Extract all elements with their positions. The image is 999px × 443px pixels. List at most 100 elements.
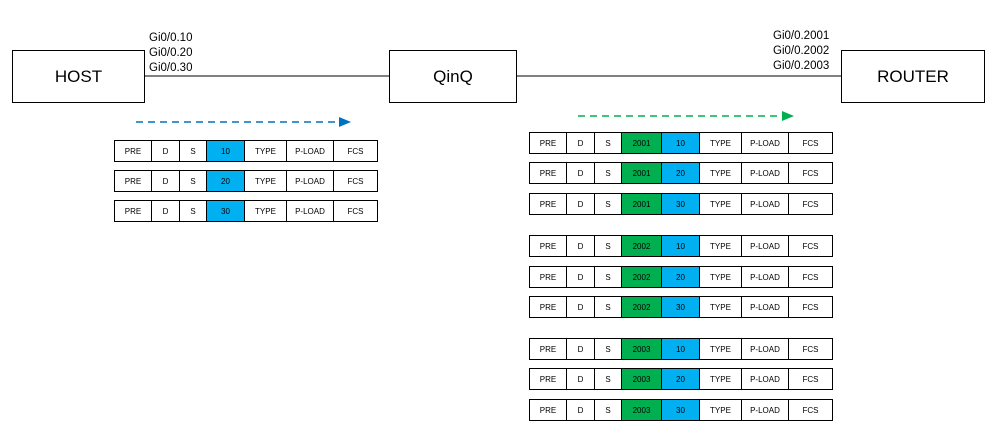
type-field: TYPE <box>700 339 742 359</box>
type-field: TYPE <box>700 133 742 153</box>
source-field: S <box>595 236 622 256</box>
fcs-field: FCS <box>334 141 378 161</box>
payload-field: P-LOAD <box>742 369 789 389</box>
router-frame: PRE D S 2001 20 TYPE P-LOAD FCS <box>529 162 833 184</box>
service-vlan-tag: 2001 <box>622 133 662 153</box>
service-vlan-tag: 2002 <box>622 297 662 317</box>
type-field: TYPE <box>245 201 287 221</box>
customer-vlan-tag: 10 <box>207 141 245 161</box>
dest-field: D <box>152 141 180 161</box>
service-vlan-tag: 2001 <box>622 163 662 183</box>
source-field: S <box>180 141 207 161</box>
source-field: S <box>595 267 622 287</box>
dest-field: D <box>567 163 595 183</box>
payload-field: P-LOAD <box>742 400 789 420</box>
source-field: S <box>595 369 622 389</box>
customer-vlan-tag: 20 <box>662 369 700 389</box>
host-interface-list: Gi0/0.10 Gi0/0.20 Gi0/0.30 <box>149 31 192 76</box>
customer-vlan-tag: 20 <box>662 267 700 287</box>
type-field: TYPE <box>245 171 287 191</box>
source-field: S <box>595 297 622 317</box>
payload-field: P-LOAD <box>287 201 334 221</box>
router-frame: PRE D S 2003 20 TYPE P-LOAD FCS <box>529 368 833 390</box>
preamble-field: PRE <box>115 171 152 191</box>
host-frame: PRE D S 10 TYPE P-LOAD FCS <box>114 140 378 162</box>
type-field: TYPE <box>700 400 742 420</box>
dest-field: D <box>567 194 595 214</box>
customer-vlan-tag: 30 <box>662 297 700 317</box>
host-frame: PRE D S 20 TYPE P-LOAD FCS <box>114 170 378 192</box>
service-vlan-tag: 2003 <box>622 369 662 389</box>
preamble-field: PRE <box>530 369 567 389</box>
type-field: TYPE <box>700 369 742 389</box>
preamble-field: PRE <box>530 163 567 183</box>
router-interface-label: Gi0/0.2002 <box>773 45 830 57</box>
preamble-field: PRE <box>530 297 567 317</box>
dest-field: D <box>567 339 595 359</box>
service-vlan-tag: 2003 <box>622 339 662 359</box>
router-frame: PRE D S 2001 30 TYPE P-LOAD FCS <box>529 193 833 215</box>
customer-vlan-tag: 20 <box>662 163 700 183</box>
source-field: S <box>595 339 622 359</box>
router-interface-label: Gi0/0.2003 <box>773 60 830 72</box>
type-field: TYPE <box>700 194 742 214</box>
payload-field: P-LOAD <box>742 297 789 317</box>
fcs-field: FCS <box>789 194 833 214</box>
preamble-field: PRE <box>530 339 567 359</box>
service-vlan-tag: 2001 <box>622 194 662 214</box>
router-frame: PRE D S 2003 10 TYPE P-LOAD FCS <box>529 338 833 360</box>
dest-field: D <box>152 171 180 191</box>
host-interface-label: Gi0/0.10 <box>149 32 193 44</box>
customer-vlan-tag: 20 <box>207 171 245 191</box>
payload-field: P-LOAD <box>287 171 334 191</box>
preamble-field: PRE <box>530 194 567 214</box>
source-field: S <box>595 133 622 153</box>
fcs-field: FCS <box>789 163 833 183</box>
type-field: TYPE <box>700 163 742 183</box>
dest-field: D <box>567 267 595 287</box>
service-vlan-tag: 2002 <box>622 236 662 256</box>
source-field: S <box>180 201 207 221</box>
customer-vlan-tag: 30 <box>207 201 245 221</box>
payload-field: P-LOAD <box>742 267 789 287</box>
type-field: TYPE <box>700 267 742 287</box>
payload-field: P-LOAD <box>742 236 789 256</box>
host-interface-label: Gi0/0.20 <box>149 47 193 59</box>
fcs-field: FCS <box>789 400 833 420</box>
customer-vlan-tag: 30 <box>662 400 700 420</box>
preamble-field: PRE <box>530 133 567 153</box>
fcs-field: FCS <box>789 297 833 317</box>
fcs-field: FCS <box>789 133 833 153</box>
preamble-field: PRE <box>115 201 152 221</box>
router-frame: PRE D S 2002 10 TYPE P-LOAD FCS <box>529 235 833 257</box>
service-vlan-tag: 2003 <box>622 400 662 420</box>
dest-field: D <box>567 133 595 153</box>
preamble-field: PRE <box>530 236 567 256</box>
payload-field: P-LOAD <box>742 194 789 214</box>
customer-vlan-tag: 10 <box>662 133 700 153</box>
dest-field: D <box>567 236 595 256</box>
host-frame: PRE D S 30 TYPE P-LOAD FCS <box>114 200 378 222</box>
source-field: S <box>595 163 622 183</box>
payload-field: P-LOAD <box>742 163 789 183</box>
payload-field: P-LOAD <box>287 141 334 161</box>
preamble-field: PRE <box>530 267 567 287</box>
dest-field: D <box>152 201 180 221</box>
dest-field: D <box>567 369 595 389</box>
router-device: ROUTER <box>841 50 985 103</box>
host-interface-label: Gi0/0.30 <box>149 62 193 74</box>
type-field: TYPE <box>700 297 742 317</box>
customer-vlan-tag: 30 <box>662 194 700 214</box>
fcs-field: FCS <box>789 369 833 389</box>
type-field: TYPE <box>700 236 742 256</box>
customer-vlan-tag: 10 <box>662 339 700 359</box>
router-frame: PRE D S 2001 10 TYPE P-LOAD FCS <box>529 132 833 154</box>
router-interface-label: Gi0/0.2001 <box>773 30 830 42</box>
preamble-field: PRE <box>115 141 152 161</box>
customer-vlan-tag: 10 <box>662 236 700 256</box>
fcs-field: FCS <box>789 236 833 256</box>
service-vlan-tag: 2002 <box>622 267 662 287</box>
fcs-field: FCS <box>789 267 833 287</box>
payload-field: P-LOAD <box>742 133 789 153</box>
